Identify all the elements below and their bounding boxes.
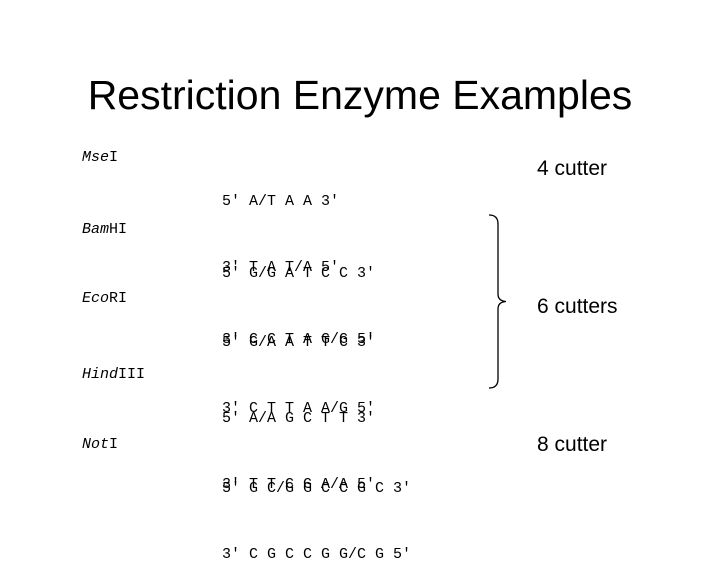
enzyme-name-ecori: EcoRI bbox=[82, 290, 128, 307]
sequence-noti: 5′ G C/G G C C G C 3′ 3′ C G C C G G/C G… bbox=[222, 434, 411, 588]
sequence-msei: 5′ A/T A A 3′ 3′ T A T/A 5′ bbox=[222, 147, 339, 301]
sequence-top-strand: 5′ G C/G G C C G C 3′ bbox=[222, 480, 412, 497]
sequence-top-strand: 5′ A/T A A 3′ bbox=[222, 193, 340, 210]
slide-title: Restriction Enzyme Examples bbox=[87, 72, 633, 118]
sequence-top-strand: 5′ G/A A T T C 3′ bbox=[222, 334, 376, 351]
right-brace-path bbox=[488, 214, 507, 389]
enzyme-name-hindiii: HindIII bbox=[82, 366, 146, 383]
eight-cutter-label: 8 cutter bbox=[537, 433, 608, 456]
sequence-bottom-strand: 3′ C G C C G G/C G 5′ bbox=[222, 546, 412, 563]
six-cutters-label: 6 cutters bbox=[537, 295, 618, 318]
enzyme-name-bamhi: BamHI bbox=[82, 221, 128, 238]
sequence-bottom-strand: 3′ T T C G A/A 5′ bbox=[222, 476, 376, 493]
enzyme-name-noti: NotI bbox=[82, 436, 119, 453]
four-cutter-label: 4 cutter bbox=[537, 157, 608, 180]
enzyme-name-msei: MseI bbox=[82, 149, 119, 166]
right-brace bbox=[488, 214, 507, 389]
sequence-top-strand: 5′ A/A G C T T 3′ bbox=[222, 410, 376, 427]
sequence-ecori: 5′ G/A A T T C 3′ 3′ C T T A A/G 5′ bbox=[222, 288, 375, 442]
sequence-bottom-strand: 3′ T A T/A 5′ bbox=[222, 259, 340, 276]
sequence-bottom-strand: 3′ C C T A G/G 5′ bbox=[222, 331, 376, 348]
sequence-bamhi: 5′ G/G A T C C 3′ 3′ C C T A G/G 5′ bbox=[222, 219, 375, 373]
sequence-bottom-strand: 3′ C T T A A/G 5′ bbox=[222, 400, 376, 417]
sequence-hindiii: 5′ A/A G C T T 3′ 3′ T T C G A/A 5′ bbox=[222, 364, 375, 518]
sequence-top-strand: 5′ G/G A T C C 3′ bbox=[222, 265, 376, 282]
